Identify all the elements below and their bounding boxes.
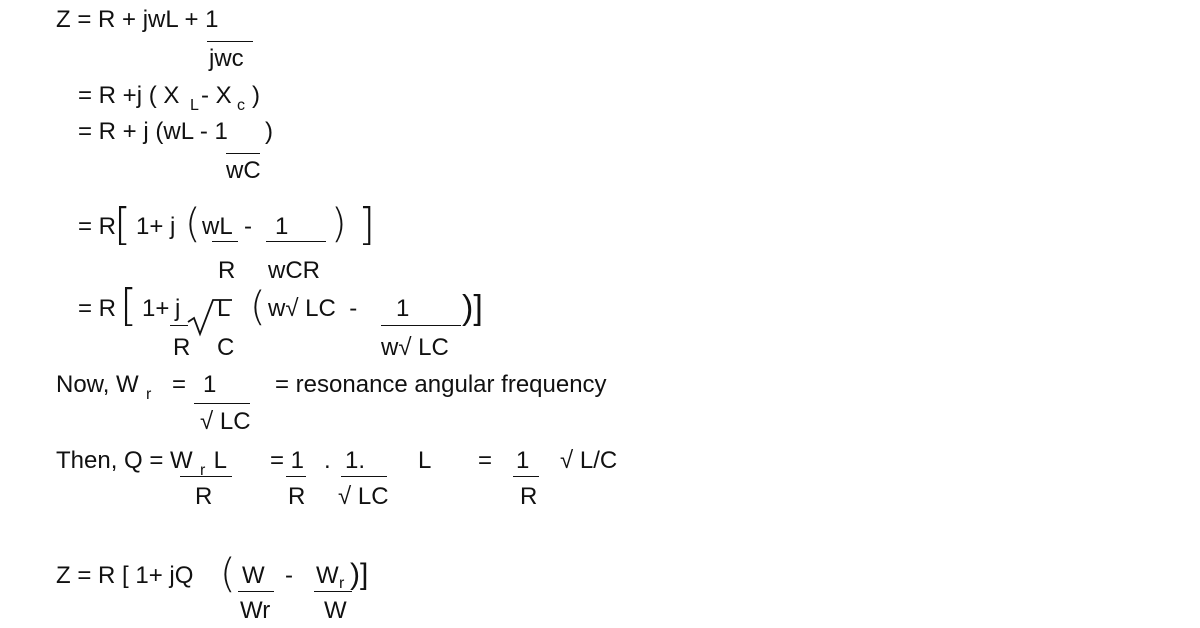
eq5-denominator-2: w√ LC: [381, 334, 449, 361]
eq5-close: )]: [462, 289, 483, 327]
final-numerator-2-subscript: r: [339, 575, 345, 592]
eq4-open-bracket: [: [114, 199, 132, 250]
eq4-fraction-bar-1: [212, 241, 238, 242]
eq4-numerator-1: wL: [202, 213, 233, 240]
final-denominator-2: W: [324, 597, 347, 624]
eq5-open-paren: (: [250, 284, 266, 330]
eq4-denominator-2: wCR: [268, 257, 320, 284]
eq2-subscript-c: c: [237, 97, 245, 114]
eq4-numerator-2: 1: [275, 213, 289, 240]
final-numerator-1: W: [242, 562, 265, 589]
now-equals: =: [172, 371, 187, 398]
eq1-denominator: jwc: [209, 45, 244, 72]
then-dot: .: [324, 447, 331, 474]
then-numerator-tail: L: [207, 447, 228, 474]
now-numerator: 1: [203, 371, 217, 398]
eq5-j: j: [175, 295, 181, 322]
eq2-subscript-l: L: [190, 97, 199, 114]
now-label: Now, W: [56, 371, 139, 398]
final-fraction-bar-2: [314, 591, 352, 592]
now-subscript-r: r: [146, 386, 152, 403]
eq5-fraction-bar-j: [170, 325, 188, 326]
final-numerator-2: W: [316, 562, 339, 589]
eq4-minus: -: [244, 213, 252, 240]
final-open-paren: (: [220, 551, 236, 597]
eq5-fraction-bar-2: [381, 325, 461, 326]
eq5-open-bracket: [: [120, 280, 138, 331]
then-fraction-bar-1: [180, 476, 232, 477]
eq5-start: = R: [78, 295, 117, 322]
eq4-close-bracket: ]: [358, 199, 376, 250]
then-equals-one: = 1: [270, 447, 305, 474]
eq3-close: ): [265, 118, 273, 145]
eq5-term-1: w√ LC -: [268, 295, 358, 322]
now-fraction-bar: [194, 403, 250, 404]
eq5-sqrt-sign: [187, 299, 232, 337]
eq4-close-paren: ): [331, 201, 347, 247]
eq2-minus: - X: [201, 82, 232, 109]
then-denominator-1: R: [195, 483, 213, 510]
final-fraction-bar-1: [238, 591, 274, 592]
eq2-start: = R +j ( X: [78, 82, 180, 109]
final-denominator-1: Wr: [240, 597, 271, 624]
then-fraction-bar-4: [513, 476, 539, 477]
then-equals-3: =: [478, 447, 493, 474]
eq1-lhs: Z = R + jwL + 1: [56, 6, 219, 33]
then-result: √ L/C: [560, 447, 618, 474]
then-fraction-bar-3: [341, 476, 387, 477]
eq4-denominator-1: R: [218, 257, 236, 284]
then-fraction-bar-2: [286, 476, 306, 477]
eq5-one-plus: 1+: [142, 295, 170, 322]
then-denominator-2: R: [288, 483, 306, 510]
final-start: Z = R [ 1+ jQ: [56, 562, 194, 589]
eq4-start: = R: [78, 213, 117, 240]
eq5-numerator-2: 1: [396, 295, 410, 322]
now-denominator: √ LC: [200, 408, 251, 435]
then-denominator-3: R: [520, 483, 538, 510]
eq4-fraction-bar-2: [266, 241, 326, 242]
eq3-denominator: wC: [226, 157, 261, 184]
eq5-denominator-r: R: [173, 334, 191, 361]
eq5-sqrt-numerator: L: [217, 295, 231, 322]
then-fraction-3-numerator: 1: [516, 447, 530, 474]
eq2-close: ): [252, 82, 260, 109]
final-close: )]: [350, 558, 369, 591]
then-label: Then, Q = W: [56, 447, 193, 474]
eq1-fraction-bar: [207, 41, 253, 42]
then-l: L: [418, 447, 432, 474]
eq5-sqrt-denominator: C: [217, 334, 235, 361]
then-fraction-2-denominator: √ LC: [338, 483, 389, 510]
eq4-open-paren: (: [185, 201, 201, 247]
now-description: = resonance angular frequency: [275, 371, 607, 398]
eq3-start: = R + j (wL - 1: [78, 118, 228, 145]
then-fraction-2-numerator: 1.: [345, 447, 366, 474]
eq3-fraction-bar: [226, 153, 260, 154]
then-subscript-r: r: [200, 462, 206, 479]
eq4-inner: 1+ j: [136, 213, 176, 240]
final-minus: -: [285, 562, 293, 589]
